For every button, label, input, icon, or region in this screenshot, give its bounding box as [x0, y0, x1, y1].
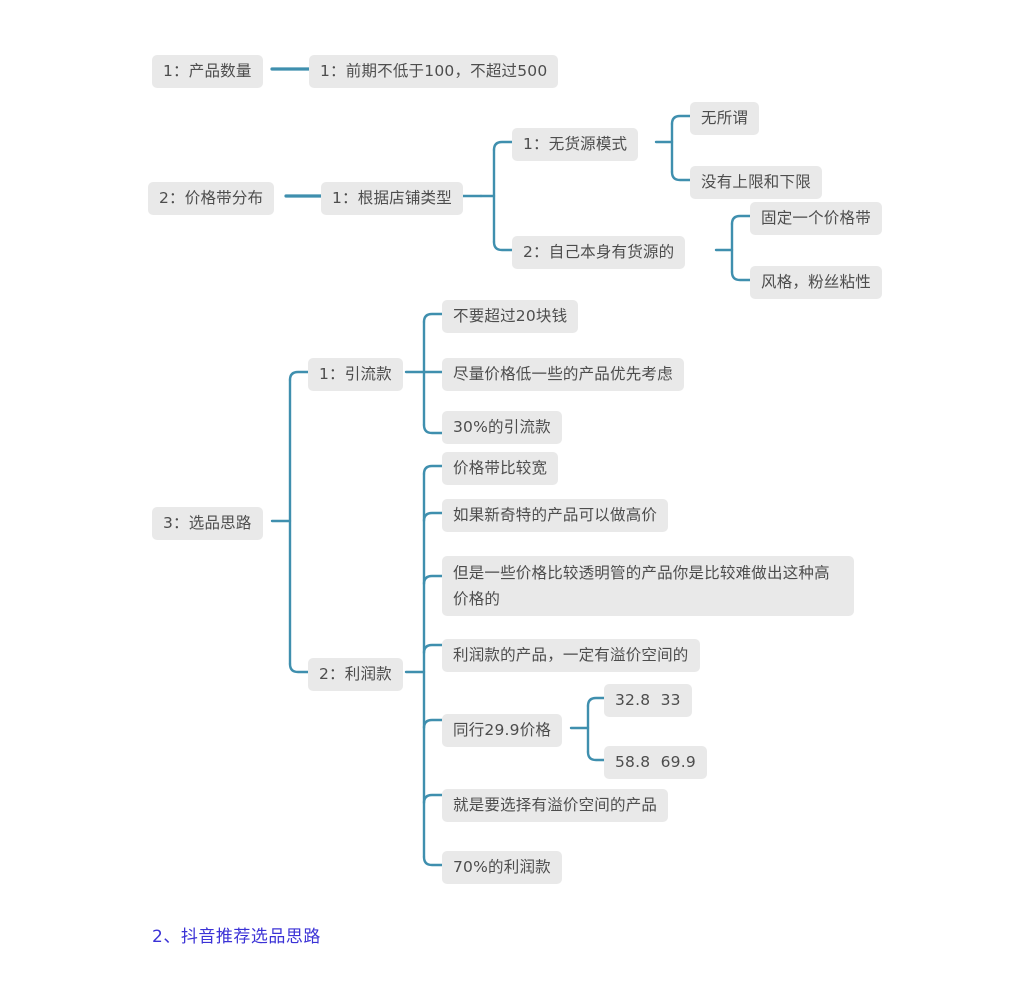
mindmap-node-wide-price-band[interactable]: 价格带比较宽: [442, 452, 559, 485]
mindmap-node-product-quantity[interactable]: 1：产品数量: [152, 55, 263, 88]
mindmap-node-quantity-range[interactable]: 1：前期不低于100，不超过500: [309, 55, 559, 88]
mindmap-node-peer-price-29-9[interactable]: 同行29.9价格: [442, 714, 563, 747]
mindmap-node-own-supply[interactable]: 2：自己本身有货源的: [512, 236, 686, 269]
mindmap-node-70-percent-profit[interactable]: 70%的利润款: [442, 851, 562, 884]
mindmap-node-style-fan-stickiness[interactable]: 风格，粉丝粘性: [750, 266, 882, 299]
mindmap-node-profit-product[interactable]: 2：利润款: [308, 658, 403, 691]
mindmap-node-by-shop-type[interactable]: 1：根据店铺类型: [321, 182, 463, 215]
mindmap-node-price-band-distribution[interactable]: 2：价格带分布: [148, 182, 275, 215]
mindmap-node-30-percent-traffic[interactable]: 30%的引流款: [442, 411, 562, 444]
mindmap-node-price-32-8-33[interactable]: 32.8 33: [604, 684, 692, 717]
mindmap-node-no-matter[interactable]: 无所谓: [690, 102, 760, 135]
mindmap-node-dropship-model[interactable]: 1：无货源模式: [512, 128, 639, 161]
mindmap-node-traffic-driver[interactable]: 1：引流款: [308, 358, 403, 391]
mindmap-node-transparent-price-hard[interactable]: 但是一些价格比较透明管的产品你是比较难做出这种高价格的: [442, 556, 854, 616]
mindmap-node-fixed-price-band[interactable]: 固定一个价格带: [750, 202, 882, 235]
mindmap-node-profit-needs-margin[interactable]: 利润款的产品，一定有溢价空间的: [442, 639, 700, 672]
mindmap-node-choose-margin-products[interactable]: 就是要选择有溢价空间的产品: [442, 789, 669, 822]
mindmap-node-novel-products-high-price[interactable]: 如果新奇特的产品可以做高价: [442, 499, 669, 532]
mindmap-node-selection-strategy[interactable]: 3：选品思路: [152, 507, 263, 540]
mindmap-node-under-20-yuan[interactable]: 不要超过20块钱: [442, 300, 579, 333]
mindmap-node-prefer-lower-price[interactable]: 尽量价格低一些的产品优先考虑: [442, 358, 684, 391]
mindmap-node-no-upper-lower-limit[interactable]: 没有上限和下限: [690, 166, 822, 199]
mindmap-node-price-58-8-69-9[interactable]: 58.8 69.9: [604, 746, 707, 779]
section-heading-douyin-selection: 2、抖音推荐选品思路: [152, 927, 321, 947]
